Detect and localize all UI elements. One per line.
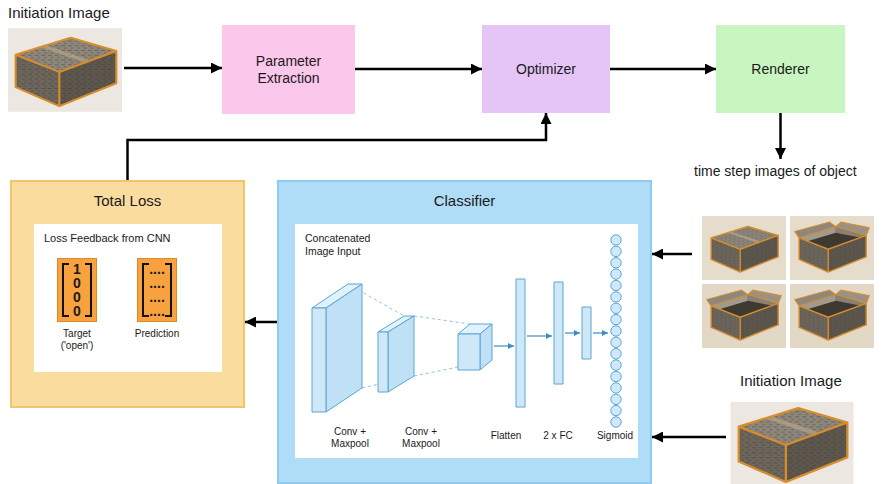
- vector-value: 0: [73, 276, 81, 290]
- loss-box: Total LossLoss Feedback from CNN1000Targ…: [10, 180, 245, 408]
- inner-panel: Loss Feedback from CNN1000Target ('open'…: [34, 224, 222, 372]
- vector-value: 0: [73, 304, 81, 318]
- text-wrap: Renderer: [751, 61, 809, 78]
- flow-arrow: [652, 253, 692, 256]
- process-label: Parameter Extraction: [230, 53, 347, 87]
- layer-label: Flatten: [484, 430, 528, 442]
- process-box: Optimizer: [482, 25, 610, 113]
- layer-label: Conv + Maxpool: [324, 426, 376, 450]
- vector-box: 1000: [57, 258, 97, 322]
- image-title: time step images of object: [694, 162, 880, 180]
- time-step-images: [702, 216, 876, 350]
- flow-arrow: [245, 321, 277, 324]
- vector-caption: Target ('open'): [54, 328, 100, 352]
- panel-note: Concatenated Image Input: [305, 232, 395, 258]
- process-label: Renderer: [751, 61, 809, 78]
- text-wrap: Parameter Extraction: [230, 53, 347, 87]
- vector-value: ....: [149, 304, 165, 318]
- image-title: Initiation Image: [8, 4, 122, 22]
- crate-image: [8, 28, 122, 112]
- layer-label: Sigmoid: [592, 430, 638, 442]
- input-image-panel: Initiation Image: [726, 372, 860, 484]
- flow-arrow: [355, 68, 482, 71]
- image-panel: time step images of object: [692, 160, 882, 352]
- layer-label: 2 x FC: [536, 430, 580, 442]
- panel-note: Loss Feedback from CNN: [44, 232, 212, 245]
- process-label: Optimizer: [516, 61, 576, 78]
- flow-arrow: [128, 113, 547, 180]
- vector-value: ....: [149, 276, 165, 290]
- vector-caption: Prediction: [134, 328, 180, 340]
- cnn-layers: [295, 224, 638, 458]
- group-title: Classifier: [287, 192, 642, 210]
- group-title: Total Loss: [20, 192, 235, 210]
- flow-arrow: [779, 113, 782, 159]
- vector-box: ................: [137, 258, 177, 322]
- vector-value: 1: [73, 262, 81, 276]
- vector-value: ....: [149, 290, 165, 304]
- flow-arrow: [610, 68, 716, 71]
- image-title: Initiation Image: [740, 372, 846, 390]
- flow-arrow: [124, 67, 222, 70]
- text-wrap: Optimizer: [516, 61, 576, 78]
- flow-arrow: [652, 436, 726, 439]
- target-vector: 1000Target ('open'): [54, 258, 100, 352]
- vector-value: ....: [149, 262, 165, 276]
- inner-panel: Concatenated Image Input: [295, 224, 638, 458]
- process-box: Parameter Extraction: [222, 25, 355, 114]
- prediction-vector: ................ Prediction: [134, 258, 180, 340]
- layer-label: Conv + Maxpool: [395, 426, 447, 450]
- process-box: Renderer: [716, 25, 845, 113]
- vector-value: 0: [73, 290, 81, 304]
- input-image-panel: Initiation Image: [6, 4, 124, 112]
- crate-image: [730, 402, 854, 484]
